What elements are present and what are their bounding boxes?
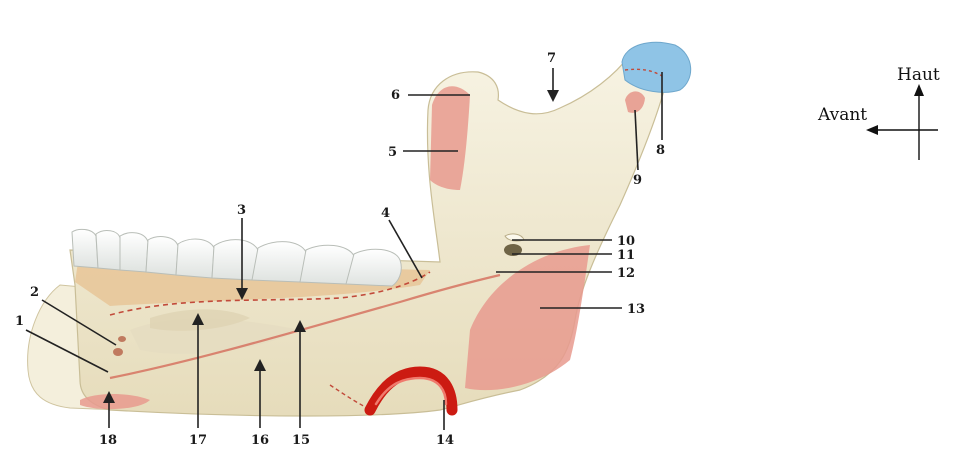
condyle-head — [622, 42, 691, 92]
orientation-front-arrowhead — [866, 125, 878, 135]
label-18: 18 — [99, 433, 117, 448]
orientation-up-label: Haut — [897, 65, 940, 85]
label-2: 2 — [30, 285, 39, 300]
tooth — [72, 229, 98, 268]
tooth — [300, 245, 355, 284]
label-9: 9 — [633, 173, 642, 188]
tooth — [252, 242, 308, 282]
label-14: 14 — [436, 433, 454, 448]
tooth — [120, 233, 148, 272]
label-13: 13 — [627, 302, 645, 317]
orientation-indicator: Haut Avant — [817, 65, 940, 160]
tooth — [176, 239, 214, 278]
label-4: 4 — [381, 206, 390, 221]
mandible-body — [70, 54, 668, 416]
label-15: 15 — [292, 433, 310, 448]
label-3: 3 — [237, 203, 246, 218]
label-5: 5 — [388, 145, 397, 160]
tooth — [212, 240, 260, 280]
genial-tubercle-upper — [118, 336, 126, 342]
arrowhead-7 — [547, 90, 559, 102]
label-1: 1 — [15, 314, 24, 329]
label-11: 11 — [617, 248, 635, 263]
tooth — [346, 249, 401, 286]
label-16: 16 — [251, 433, 269, 448]
label-8: 8 — [656, 143, 665, 158]
tooth — [146, 237, 178, 275]
orientation-up-arrowhead — [914, 84, 924, 96]
tooth — [96, 231, 120, 270]
label-12: 12 — [617, 266, 635, 281]
label-6: 6 — [391, 88, 400, 103]
genial-tubercle — [113, 348, 123, 356]
orientation-front-label: Avant — [817, 105, 867, 125]
label-7: 7 — [547, 51, 556, 66]
label-10: 10 — [617, 234, 635, 249]
label-17: 17 — [189, 433, 207, 448]
